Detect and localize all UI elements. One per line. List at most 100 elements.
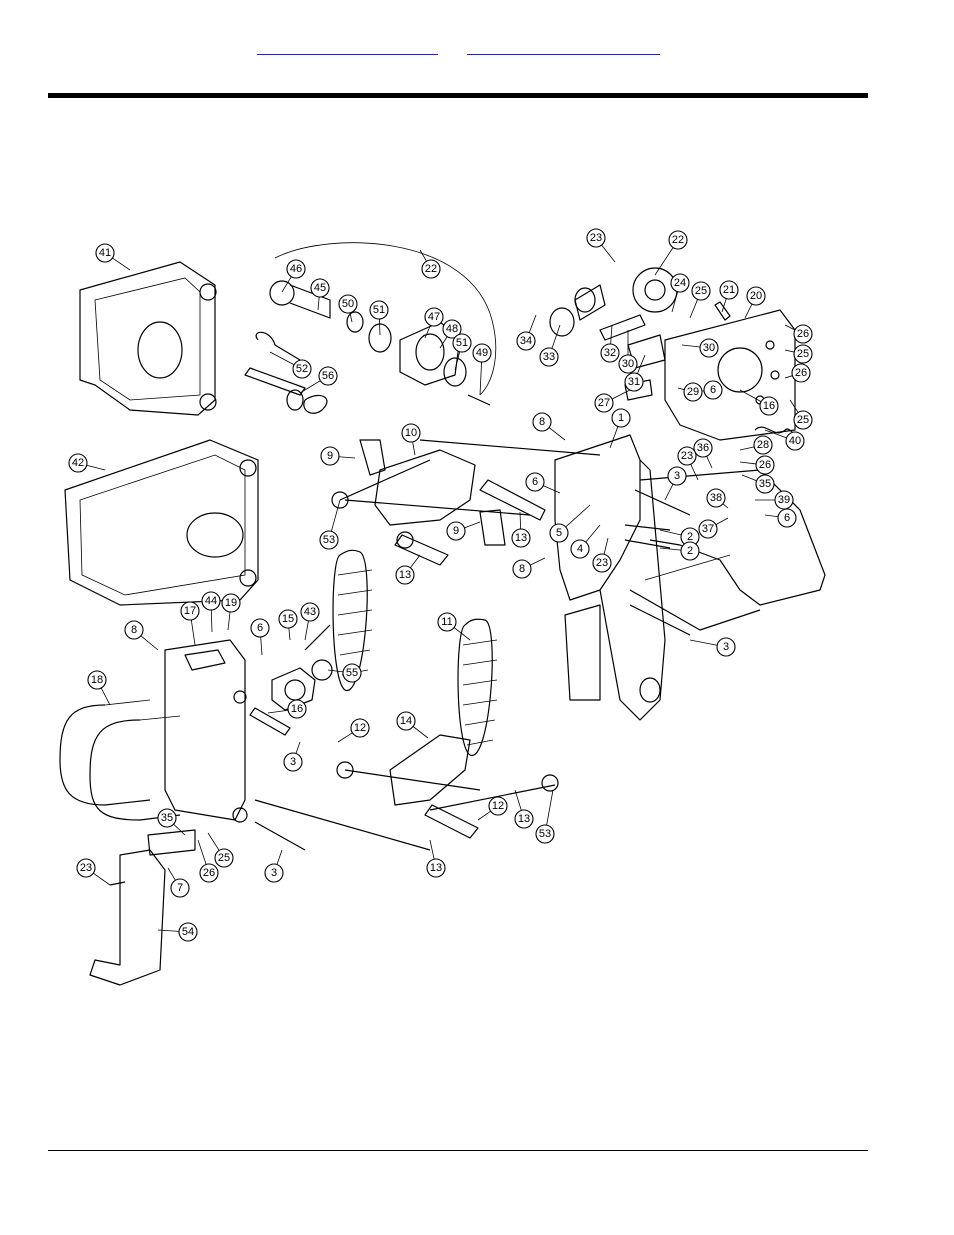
callout-13: 13 (514, 809, 534, 829)
leader-line-22 (419, 249, 427, 262)
callout-balloon (755, 474, 775, 494)
callout-balloon (178, 922, 198, 942)
callout-number: 15 (282, 613, 294, 625)
callout-43: 43 (300, 602, 320, 622)
callout-balloon (719, 280, 739, 300)
callout-44: 44 (201, 591, 221, 611)
callout-balloon (278, 609, 298, 629)
callout-balloon (511, 528, 531, 548)
callout-number: 3 (674, 470, 680, 482)
callout-number: 39 (778, 494, 790, 506)
callout-23: 23 (76, 858, 96, 878)
leader-line-8 (140, 635, 159, 651)
callout-3: 3 (716, 637, 736, 657)
leader-line-5 (565, 504, 591, 528)
leader-line-11 (453, 627, 471, 641)
callout-35: 35 (755, 474, 775, 494)
callout-number: 23 (590, 232, 602, 244)
callout-number: 26 (759, 459, 771, 471)
callout-balloon (452, 333, 472, 353)
callout-number: 22 (425, 263, 437, 275)
callout-number: 25 (797, 414, 809, 426)
callout-number: 10 (405, 427, 417, 439)
leader-line-24 (671, 291, 678, 313)
callout-25: 25 (793, 410, 813, 430)
leader-line-8 (529, 557, 546, 566)
callout-40: 40 (785, 431, 805, 451)
callout-balloon (699, 338, 719, 358)
callout-number: 49 (476, 347, 488, 359)
leader-line-12 (337, 732, 353, 743)
nav-link-2[interactable] (467, 40, 660, 55)
extension-springs-11 (332, 549, 498, 756)
callout-21: 21 (719, 280, 739, 300)
leader-line-31 (637, 354, 646, 374)
callout-3: 3 (264, 863, 284, 883)
callout-16: 16 (759, 396, 779, 416)
leader-line-36 (706, 456, 713, 469)
callout-number: 30 (622, 358, 634, 370)
callout-balloon (396, 711, 416, 731)
callout-balloon (680, 541, 700, 561)
leader-line-16 (267, 709, 289, 714)
callout-22: 22 (421, 259, 441, 279)
leader-line-53 (546, 789, 554, 826)
callout-balloon (442, 319, 462, 339)
leader-line-23 (93, 872, 111, 886)
leader-line-6 (260, 636, 263, 656)
callout-number: 35 (161, 812, 173, 824)
callout-9: 9 (446, 521, 466, 541)
leader-line-40 (764, 429, 787, 439)
callout-19: 19 (221, 593, 241, 613)
callout-number: 54 (182, 926, 194, 938)
callout-balloon (446, 521, 466, 541)
callout-53: 53 (535, 824, 555, 844)
callout-number: 32 (604, 347, 616, 359)
callout-balloon (488, 796, 508, 816)
callout-balloon (535, 824, 555, 844)
callout-balloon (793, 410, 813, 430)
callout-number: 6 (710, 384, 716, 396)
leader-line-12 (477, 810, 491, 821)
bolts-3 (254, 489, 691, 851)
callout-balloon (310, 278, 330, 298)
callout-balloon (95, 243, 115, 263)
callout-balloon (698, 519, 718, 539)
callout-balloon (759, 396, 779, 416)
callout-balloon (706, 488, 726, 508)
callout-balloon (539, 347, 559, 367)
callout-number: 26 (203, 867, 215, 879)
callout-number: 45 (314, 282, 326, 294)
callout-48: 48 (442, 319, 462, 339)
leader-line-54 (157, 929, 180, 932)
callout-number: 33 (543, 351, 555, 363)
callout-balloon (199, 863, 219, 883)
callout-27: 27 (594, 393, 614, 413)
stand-bracket-54 (89, 829, 196, 986)
leader-line-18 (100, 687, 111, 706)
callout-number: 47 (428, 311, 440, 323)
callout-balloon (214, 848, 234, 868)
callout-balloon (319, 530, 339, 550)
callout-51: 51 (369, 300, 389, 320)
callout-number: 5 (556, 527, 562, 539)
callout-balloon (395, 565, 415, 585)
leader-line-23 (601, 244, 616, 263)
leader-line-13 (429, 839, 435, 860)
callout-balloon (283, 752, 303, 772)
callout-number: 30 (703, 342, 715, 354)
callout-18: 18 (87, 670, 107, 690)
callout-6: 6 (703, 380, 723, 400)
callout-47: 47 (424, 307, 444, 327)
callout-25: 25 (793, 344, 813, 364)
callout-balloon (472, 343, 492, 363)
callout-balloon (342, 663, 362, 683)
callout-balloon (570, 539, 590, 559)
exploded-parts-diagram: 4146224550514748514952562322342425212033… (59, 228, 826, 986)
nav-link-1[interactable] (257, 40, 438, 55)
leader-line-50 (349, 312, 353, 323)
callout-30: 30 (618, 354, 638, 374)
callout-number: 22 (672, 234, 684, 246)
leader-line-23 (690, 464, 699, 481)
callout-balloon (753, 435, 773, 455)
